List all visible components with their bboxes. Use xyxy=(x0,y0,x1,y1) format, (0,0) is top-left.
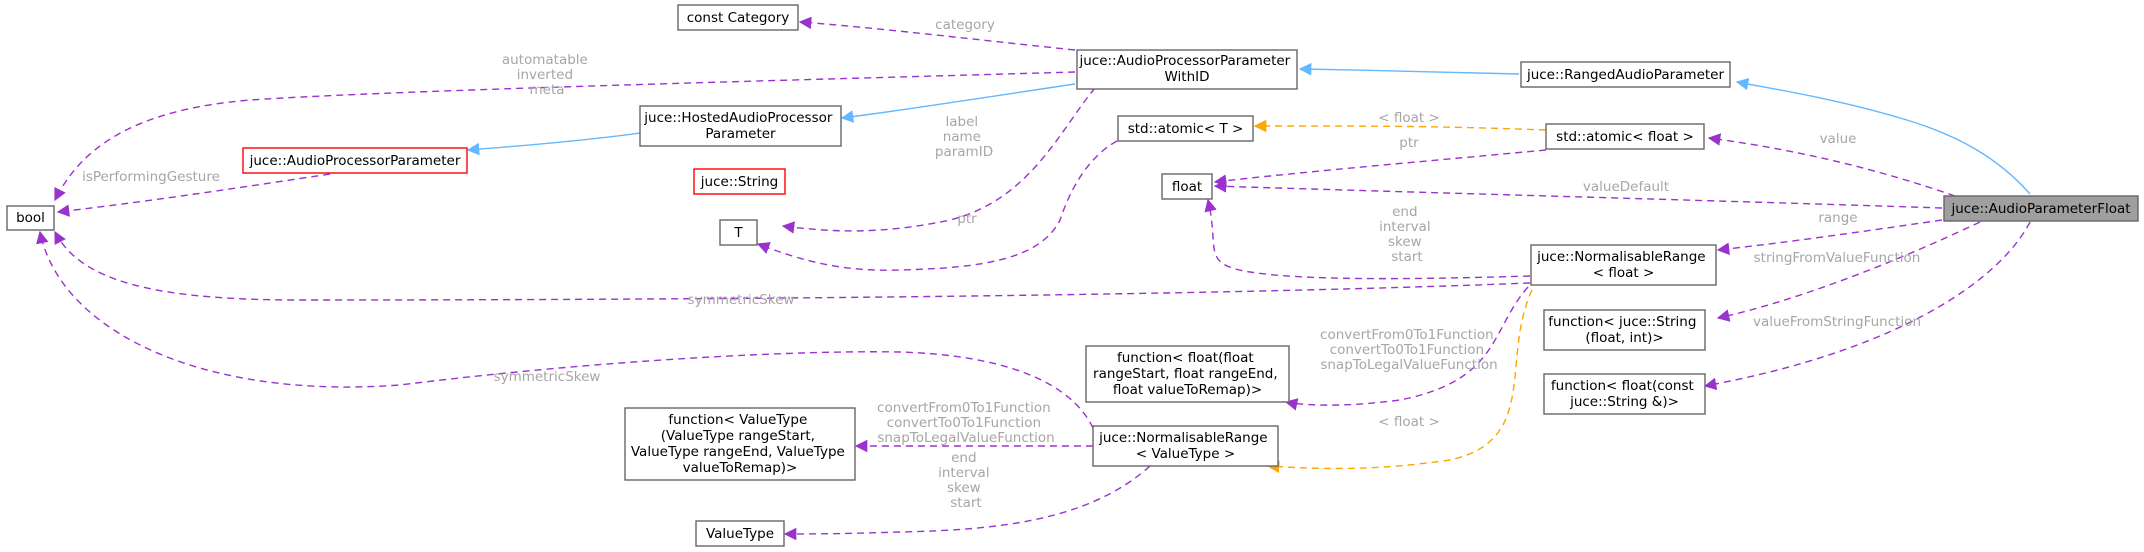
edge-end-interval-float xyxy=(1204,198,1531,280)
node-function-float-remap[interactable]: function< float(float rangeStart, float … xyxy=(1085,345,1290,403)
svg-text:juce::String: juce::String xyxy=(700,174,778,190)
edge-category xyxy=(798,16,1076,51)
node-ranged-audio-parameter[interactable]: juce::RangedAudioParameter xyxy=(1520,61,1731,88)
node-audio-parameter-float[interactable]: juce::AudioParameterFloat xyxy=(1943,195,2139,222)
svg-text:std::atomic< float >: std::atomic< float > xyxy=(1556,129,1694,145)
label-end-interval-float: end interval skew start xyxy=(1379,204,1435,265)
node-normalisable-range-valuetype[interactable]: juce::NormalisableRange < ValueType > xyxy=(1092,425,1279,467)
label-convert-float: convertFrom0To1Function convertTo0To1Fun… xyxy=(1320,327,1498,373)
label-automatable: automatable inverted meta xyxy=(502,52,592,98)
edge-value xyxy=(1707,133,1956,197)
svg-text:ValueType: ValueType xyxy=(706,526,774,542)
svg-text:function< ValueType (V: function< ValueType (ValueType rangeStar… xyxy=(631,412,849,476)
label-string-from-value: stringFromValueFunction xyxy=(1754,250,1921,266)
edge-hosted-to-audioprocparam xyxy=(466,132,641,156)
edge-apf-to-ranged xyxy=(1735,77,2031,195)
label-ptr-t: ptr xyxy=(957,211,977,227)
edge-ptr-float xyxy=(1213,149,1547,187)
svg-text:T: T xyxy=(733,225,743,241)
svg-text:juce::NormalisableRange: juce::NormalisableRange < ValueType > xyxy=(1098,430,1272,462)
svg-text:float: float xyxy=(1172,179,1202,195)
svg-text:bool: bool xyxy=(16,210,45,226)
svg-text:juce::HostedAudioProcessor: juce::HostedAudioProcessor Parameter xyxy=(643,110,836,142)
edge-ptr-t xyxy=(756,135,1129,271)
edge-atomic-float-template xyxy=(1253,119,1547,133)
label-value-default: valueDefault xyxy=(1583,179,1669,195)
edge-range xyxy=(1716,219,1943,256)
node-const-category[interactable]: const Category xyxy=(677,4,799,31)
label-end-interval-valuetype: end interval skew start xyxy=(938,450,994,511)
label-symmetric-skew-float: symmetricSkew xyxy=(688,292,795,308)
node-juce-string[interactable]: juce::String xyxy=(693,168,786,195)
edge-value-default xyxy=(1213,180,1943,209)
label-float-template: < float > xyxy=(1378,110,1440,126)
label-label-name-paramid: label name paramID xyxy=(935,114,993,160)
label-is-performing-gesture: isPerformingGesture xyxy=(82,169,220,185)
node-audio-processor-parameter-with-id[interactable]: juce::AudioProcessorParameter WithID xyxy=(1076,49,1298,90)
label-symmetric-skew-valuetype: symmetricSkew xyxy=(494,369,601,385)
edge-end-interval-valuetype xyxy=(783,465,1151,541)
svg-text:std::atomic< T >: std::atomic< T > xyxy=(1128,121,1244,137)
node-hosted-audio-processor-parameter[interactable]: juce::HostedAudioProcessor Parameter xyxy=(639,105,842,147)
svg-text:const Category: const Category xyxy=(687,10,790,26)
edge-range-float-template xyxy=(1266,289,1533,474)
label-range: range xyxy=(1818,210,1857,226)
node-std-atomic-float[interactable]: std::atomic< float > xyxy=(1545,123,1705,150)
node-valuetype[interactable]: ValueType xyxy=(695,520,785,547)
label-convert-valuetype: convertFrom0To1Function convertTo0To1Fun… xyxy=(877,400,1055,446)
node-function-valuetype[interactable]: function< ValueType (ValueType rangeStar… xyxy=(624,407,856,481)
edge-convert-float xyxy=(1284,286,1529,411)
edge-symmetric-skew-valuetype xyxy=(36,230,1094,429)
svg-text:function< float(const: function< float(const juce::String &)> xyxy=(1551,378,1698,410)
edge-withid-to-hosted xyxy=(840,83,1076,123)
svg-text:juce::RangedAudioParameter: juce::RangedAudioParameter xyxy=(1526,67,1725,83)
edge-automatable xyxy=(54,71,1076,202)
svg-text:function< float(float: function< float(float rangeStart, float … xyxy=(1093,350,1282,398)
edge-string-from-value xyxy=(1716,221,1981,322)
label-value-from-string: valueFromStringFunction xyxy=(1753,314,1921,330)
edge-symmetric-skew-float xyxy=(54,230,1531,301)
label-category: category xyxy=(935,17,995,33)
label-float-template-range: < float > xyxy=(1378,414,1440,430)
node-audio-processor-parameter[interactable]: juce::AudioProcessorParameter xyxy=(242,147,468,174)
edge-value-from-string xyxy=(1703,221,2031,391)
node-function-string-float-int[interactable]: function< juce::String (float, int)> xyxy=(1543,309,1706,351)
label-value: value xyxy=(1820,131,1857,147)
node-function-float-const-string[interactable]: function< float(const juce::String &)> xyxy=(1543,373,1706,415)
svg-text:juce::NormalisableRange: juce::NormalisableRange < float > xyxy=(1536,249,1710,281)
svg-text:juce::AudioProcessorParameter: juce::AudioProcessorParameter xyxy=(249,153,461,169)
svg-text:function< juce::String: function< juce::String (float, int)> xyxy=(1548,314,1700,346)
node-float[interactable]: float xyxy=(1161,173,1213,200)
edge-ranged-to-withid xyxy=(1298,62,1520,76)
node-t[interactable]: T xyxy=(719,219,758,246)
label-ptr-float: ptr xyxy=(1399,135,1419,151)
svg-text:juce::AudioParameterFloat: juce::AudioParameterFloat xyxy=(1950,201,2130,217)
edge-label-name-paramid xyxy=(781,87,1096,234)
node-std-atomic-t[interactable]: std::atomic< T > xyxy=(1117,115,1254,142)
node-bool[interactable]: bool xyxy=(6,205,55,231)
node-normalisable-range-float[interactable]: juce::NormalisableRange < float > xyxy=(1530,244,1717,286)
svg-text:juce::AudioProcessorParameter: juce::AudioProcessorParameter WithID xyxy=(1078,53,1294,85)
